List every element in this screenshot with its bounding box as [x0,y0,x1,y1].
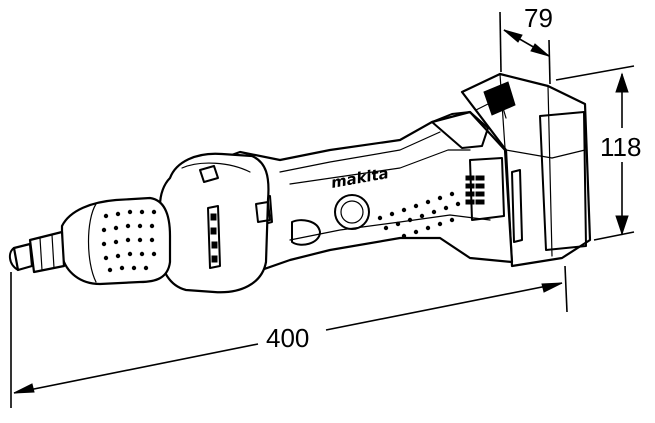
nose-grip-dots [101,209,157,273]
dimension-height-label: 118 [600,132,641,162]
dimension-length: 400 [10,265,568,408]
dimension-depth: 79 [499,3,553,85]
nose-grip [60,196,172,286]
gear-housing [158,152,271,294]
die-grinder-outline: makita [8,72,592,294]
handle-grip-dots [377,191,461,239]
collet-nut [8,230,66,274]
dimension-depth-label: 79 [524,3,553,33]
dimension-length-label: 400 [266,323,309,353]
dimension-height: 118 [555,65,641,241]
vent-slots [465,175,485,205]
